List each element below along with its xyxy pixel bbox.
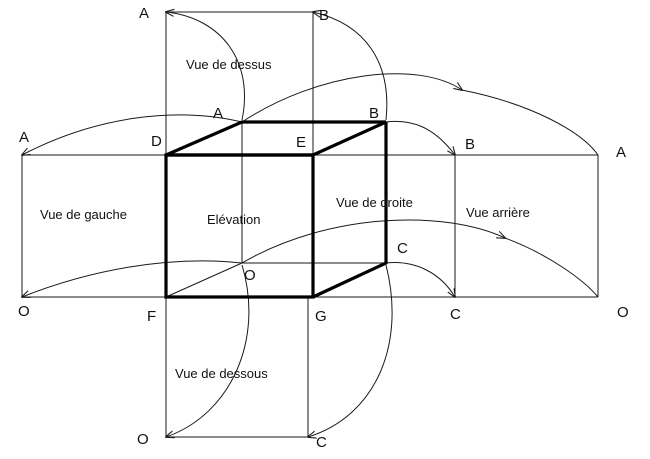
label-b-cube-back: B bbox=[369, 105, 379, 122]
label-c-cube-back: C bbox=[397, 240, 408, 257]
label-bottom-view: Vue de dessous bbox=[175, 366, 268, 381]
label-d: D bbox=[151, 133, 162, 150]
top-face bbox=[165, 120, 387, 157]
label-front-view: Elévation bbox=[207, 212, 260, 227]
label-g: G bbox=[315, 308, 327, 325]
label-o-bottom: O bbox=[137, 431, 149, 448]
arc-c-to-right bbox=[385, 262, 455, 297]
label-o-cube-back: O bbox=[244, 267, 256, 284]
label-b-right: B bbox=[465, 136, 475, 153]
point-labels: A B A B A D E B A C O O F G C O O C bbox=[18, 5, 629, 451]
label-left-view: Vue de gauche bbox=[40, 207, 127, 222]
arc-o-to-bottom bbox=[166, 264, 250, 437]
arc-o-to-left bbox=[22, 260, 243, 297]
label-c-bottom: C bbox=[316, 434, 327, 451]
hidden-edge-fo bbox=[165, 262, 243, 298]
label-o-far-right: O bbox=[617, 304, 629, 321]
view-outlines bbox=[21, 11, 599, 438]
arc-a-to-top bbox=[166, 12, 246, 121]
label-a-cube-back: A bbox=[213, 105, 223, 122]
label-right-view: Vue de droite bbox=[336, 195, 413, 210]
arc-a-to-left bbox=[22, 114, 243, 155]
arc-b-to-right bbox=[385, 120, 455, 155]
arc-far-right-to-o bbox=[504, 237, 599, 298]
arc-c-to-bottom bbox=[308, 264, 393, 437]
label-e: E bbox=[296, 134, 306, 151]
arc-far-right-to-a bbox=[461, 89, 599, 156]
folding-arcs bbox=[22, 12, 599, 437]
cube-visible-edges bbox=[164, 120, 388, 299]
label-f: F bbox=[147, 308, 156, 325]
label-o-left: O bbox=[18, 303, 30, 320]
label-b-top-right: B bbox=[319, 7, 329, 24]
label-c-right: C bbox=[450, 306, 461, 323]
arc-b-to-top bbox=[313, 12, 388, 121]
view-labels: Vue de dessus Vue de gauche Elévation Vu… bbox=[40, 57, 530, 381]
label-top-view: Vue de dessus bbox=[186, 57, 272, 72]
arc-a-to-far-right bbox=[241, 73, 462, 123]
label-back-view: Vue arrière bbox=[466, 205, 530, 220]
label-a-far-right: A bbox=[616, 144, 626, 161]
label-a-left: A bbox=[19, 129, 29, 146]
right-face bbox=[312, 122, 388, 299]
arc-o-to-far-right bbox=[241, 219, 505, 264]
label-a-top-left: A bbox=[139, 5, 149, 22]
